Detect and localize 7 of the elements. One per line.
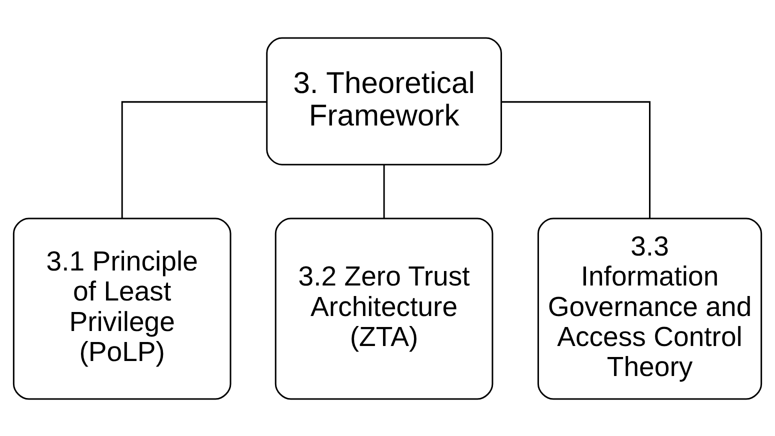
node-box: 3.2 Zero Trust Architecture (ZTA) <box>274 217 494 400</box>
connector <box>501 100 651 218</box>
connector <box>383 164 385 218</box>
node-box: 3.1 Principle of Least Privilege (PoLP) <box>12 217 232 400</box>
node-box: 3.3 Information Governance and Access Control Theory <box>537 217 762 400</box>
connector <box>121 100 266 218</box>
node-box: 3. Theoretical Framework <box>266 36 502 165</box>
